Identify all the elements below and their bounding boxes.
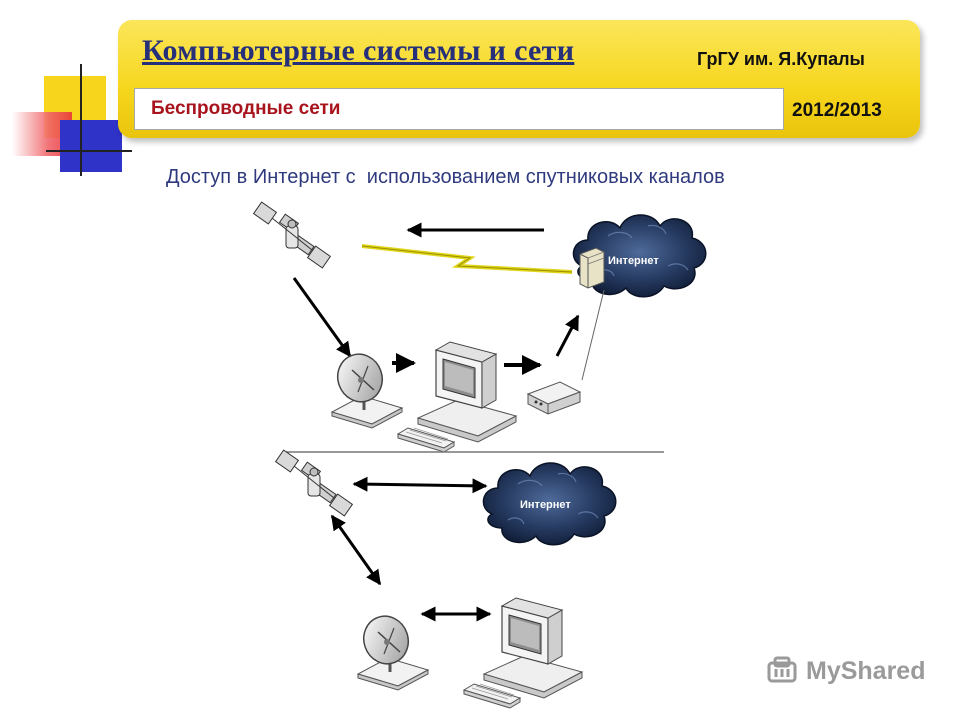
decor-vertical-line	[80, 64, 82, 176]
satellite-internet-arrow	[352, 476, 488, 494]
satellite-icon	[275, 449, 353, 517]
course-title: Компьютерные системы и сети	[142, 34, 575, 67]
satellite-dish-icon	[355, 608, 430, 692]
satellite-to-dish-arrow	[292, 277, 352, 358]
slide-heading: Доступ в Интернет с использованием спутн…	[166, 166, 725, 188]
satellite-icon	[253, 201, 331, 269]
university-label: ГрГУ им. Я.Купалы	[697, 49, 865, 69]
decor-horizontal-line	[46, 150, 132, 152]
watermark-logo-icon	[767, 656, 797, 683]
cloud-label-bottom: Интернет	[520, 499, 571, 511]
satellite-dish-icon	[329, 346, 404, 430]
decor-blue-square	[60, 120, 122, 172]
topic-label: Беспроводные сети	[151, 98, 341, 119]
academic-year: 2012/2013	[792, 100, 882, 121]
server-icon	[579, 247, 605, 289]
computer-icon	[397, 341, 517, 453]
modem-icon	[526, 381, 582, 415]
satellite-dish-arrow	[330, 514, 382, 586]
topic-box: Беспроводные сети	[134, 88, 784, 130]
modem-to-internet-arrow	[555, 314, 580, 357]
watermark-text: MyShared	[806, 657, 926, 685]
modem-cable	[581, 289, 605, 381]
cloud-label-top: Интернет	[608, 255, 659, 267]
